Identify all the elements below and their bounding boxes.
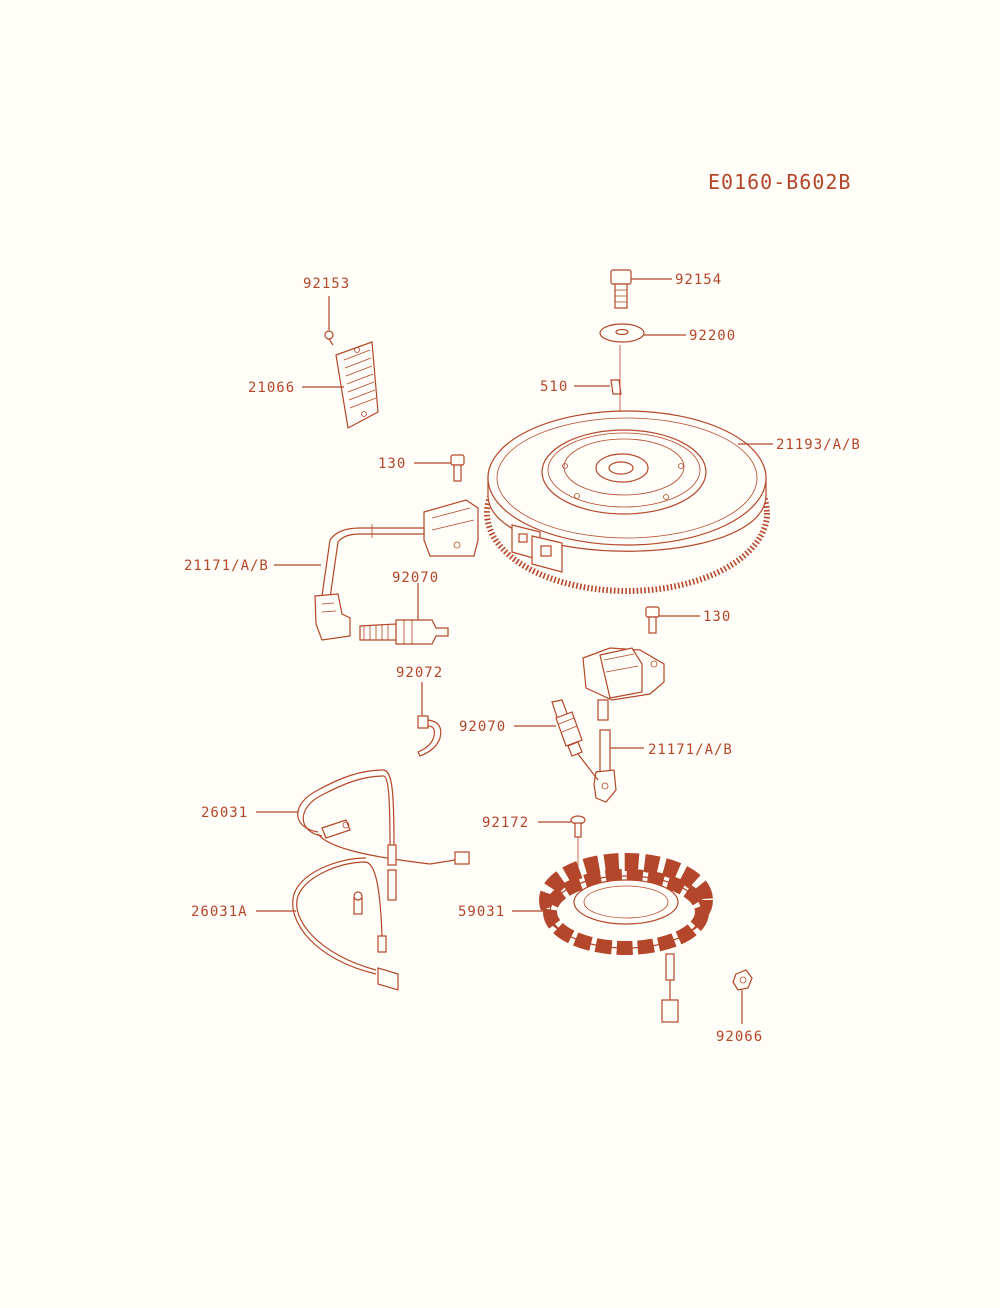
ignition-coil-21171-right [582, 647, 665, 803]
label-92072: 92072 [396, 665, 443, 681]
lead-26031 [297, 769, 470, 901]
label-92153: 92153 [303, 276, 350, 292]
label-92200: 92200 [689, 328, 736, 344]
label-92070-top: 92070 [392, 570, 439, 586]
key-510 [610, 379, 622, 395]
regulator-21066 [335, 341, 379, 429]
stator-59031 [539, 853, 713, 1023]
lead-26031A [292, 857, 399, 991]
label-92154: 92154 [675, 272, 722, 288]
bolt-92154 [610, 269, 632, 309]
bolt-130-right [645, 606, 660, 634]
screw-92172 [570, 815, 586, 838]
label-59031: 59031 [458, 904, 505, 920]
label-26031A: 26031A [191, 904, 248, 920]
bolt-130-top [450, 454, 465, 482]
label-21193: 21193/A/B [776, 437, 861, 453]
screw-92153 [324, 330, 334, 346]
label-92172: 92172 [482, 815, 529, 831]
clip-92072 [417, 715, 442, 757]
washer-92200 [599, 323, 645, 343]
spark-plug-92070-right [551, 699, 599, 781]
flywheel-21193 [484, 410, 770, 594]
label-130-top: 130 [378, 456, 406, 472]
label-92066: 92066 [716, 1029, 763, 1045]
label-130-right: 130 [703, 609, 731, 625]
label-510: 510 [540, 379, 568, 395]
label-21171-left: 21171/A/B [184, 558, 269, 574]
label-21066: 21066 [248, 380, 295, 396]
label-26031: 26031 [201, 805, 248, 821]
nut-92066 [732, 969, 753, 991]
ignition-coil-21171-left [314, 499, 479, 641]
label-21171-right: 21171/A/B [648, 742, 733, 758]
diagram-reference: E0160-B602B [708, 170, 851, 194]
spark-plug-92070-top [359, 619, 449, 645]
label-92070-right: 92070 [459, 719, 506, 735]
